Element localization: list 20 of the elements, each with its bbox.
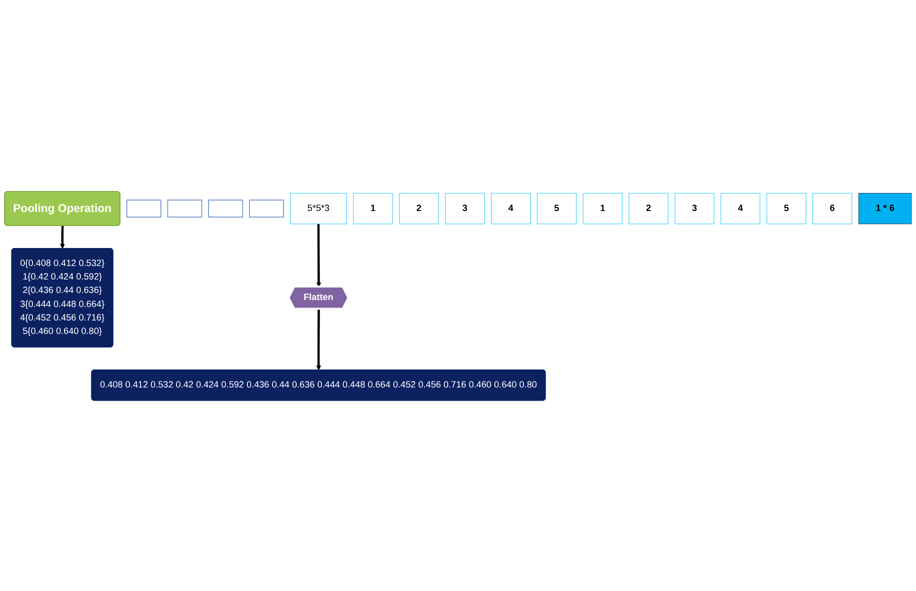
- node-box: 5*5*3: [290, 192, 347, 224]
- node-box: 3: [674, 192, 714, 224]
- arrow: [60, 225, 65, 248]
- node-box: [167, 199, 202, 218]
- node-box: [126, 199, 162, 218]
- node-box: 5: [536, 192, 577, 224]
- node-box: [249, 199, 284, 218]
- node-box: 4: [720, 192, 760, 224]
- node-box: 2: [628, 192, 668, 224]
- node-box: 1: [582, 192, 622, 224]
- node-box: 6: [812, 192, 852, 224]
- node-box: [208, 199, 244, 218]
- node-box: 4: [490, 192, 531, 224]
- arrow: [316, 308, 322, 370]
- node-box: 1 * 6: [858, 192, 912, 224]
- node-box: 5: [766, 192, 806, 224]
- node-box: 2: [399, 192, 439, 224]
- node-box: 3: [445, 192, 485, 224]
- node-box: 1: [353, 192, 393, 224]
- arrow: [316, 223, 322, 287]
